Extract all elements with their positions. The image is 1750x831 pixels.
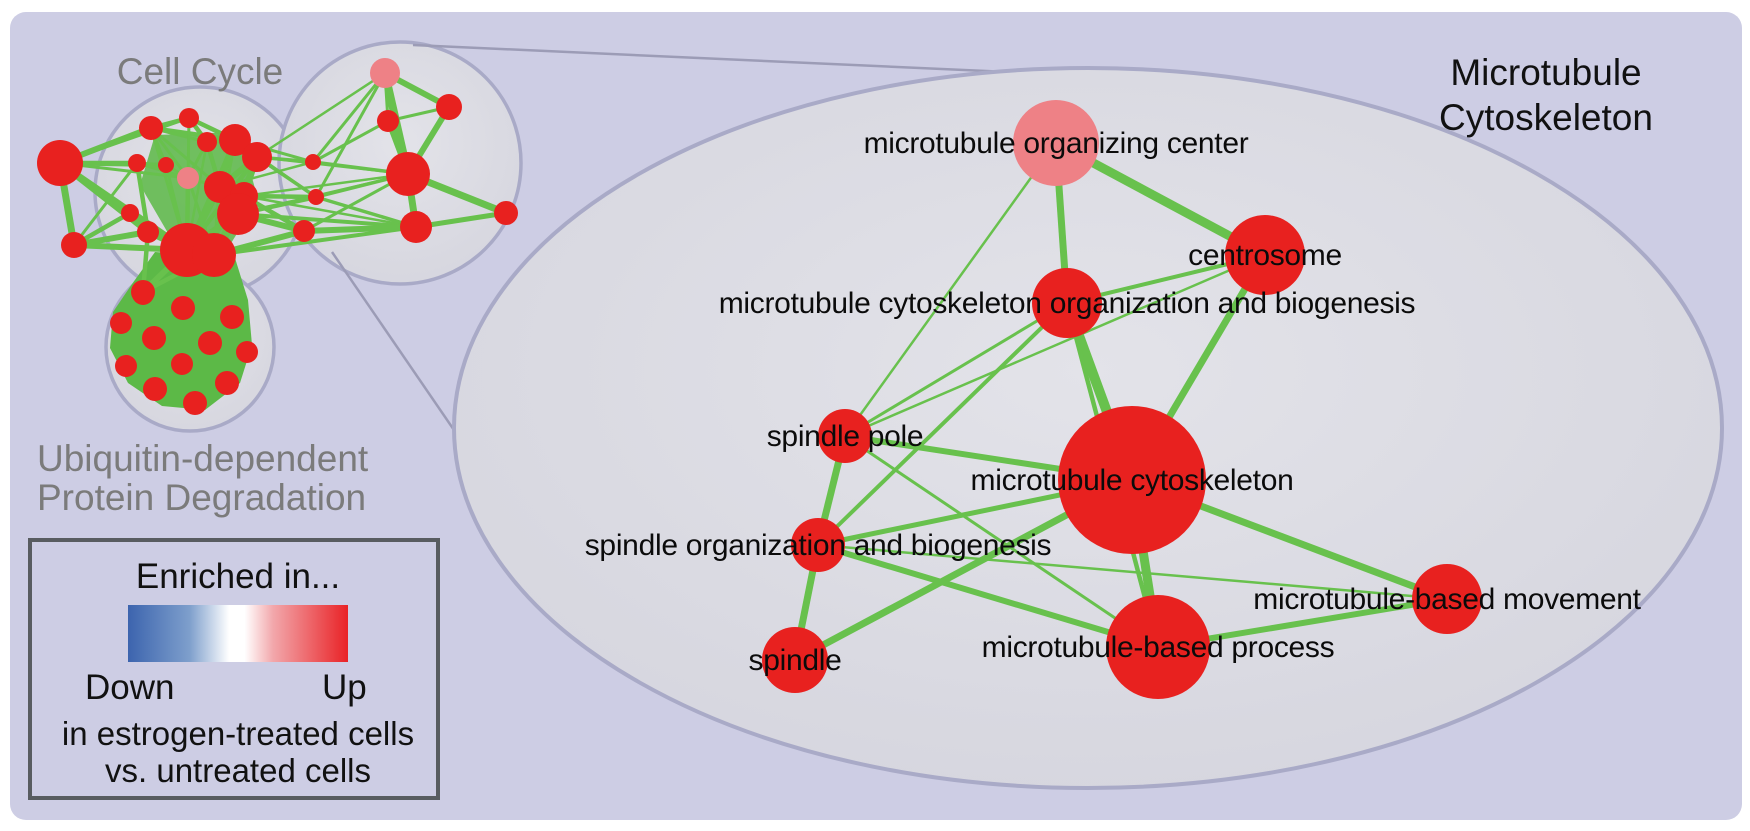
cluster-label-ubiquitin-line1: Ubiquitin-dependent — [37, 438, 369, 479]
node-label-centrosome: centrosome — [1188, 239, 1342, 272]
overview-node — [293, 220, 315, 242]
node-microtubule-based-movement — [1412, 564, 1482, 634]
legend-title: Enriched in... — [136, 557, 340, 596]
node-label-spindle-organization-and-biogenesis: spindle organization and biogenesis — [585, 529, 1052, 562]
overview-node — [61, 232, 87, 258]
legend-caption-line2: vs. untreated cells — [105, 752, 371, 789]
overview-node — [177, 167, 199, 189]
legend-box — [28, 538, 440, 800]
legend-gradient-bar — [128, 605, 348, 662]
overview-edge — [303, 224, 417, 234]
node-centrosome — [1225, 215, 1305, 295]
overview-node — [143, 377, 167, 401]
overview-edge — [219, 160, 314, 189]
overview-node — [179, 108, 199, 128]
node-label-microtubule-cytoskeleton-organization-and-biogenesis: microtubule cytoskeleton organization an… — [719, 287, 1416, 320]
overview-node — [219, 124, 251, 156]
cluster-label-ubiquitin-line2: Protein Degradation — [37, 477, 366, 518]
overview-node — [192, 233, 236, 277]
title-line1: Microtubule — [1450, 52, 1641, 93]
overview-node — [204, 171, 236, 203]
main-edge — [844, 253, 1266, 438]
overview-node — [198, 331, 222, 355]
legend-up-label: Up — [322, 668, 367, 707]
main-edge — [843, 142, 1058, 437]
cluster-label-cell-cycle: Cell Cycle — [117, 51, 284, 92]
overview-node — [197, 132, 217, 152]
legend-caption-line1: in estrogen-treated cells — [62, 715, 414, 752]
overview-edge — [256, 71, 386, 159]
overview-node — [242, 142, 272, 172]
main-edge — [817, 543, 1448, 601]
node-label-spindle-pole: spindle pole — [767, 420, 924, 453]
overview-node — [386, 152, 430, 196]
overview-node — [128, 154, 146, 172]
node-microtubule-cytoskeleton-organization-and-biogenesis — [1032, 268, 1102, 338]
node-label-spindle: spindle — [749, 644, 842, 677]
overview-edge — [243, 194, 417, 229]
overview-node — [132, 283, 154, 305]
overview-node — [400, 211, 432, 243]
overview-edge — [134, 162, 151, 233]
node-microtubule-organizing-center — [1013, 100, 1099, 186]
overview-node — [137, 221, 159, 243]
node-spindle-pole — [818, 409, 872, 463]
overview-node — [370, 58, 400, 88]
overview-edge — [312, 119, 389, 164]
overview-node — [115, 355, 137, 377]
overview-node — [110, 312, 132, 334]
overview-node — [217, 193, 259, 235]
overview-node — [183, 391, 207, 415]
overview-node — [37, 140, 83, 186]
overview-edge — [314, 72, 387, 198]
title-line2: Cytoskeleton — [1439, 97, 1653, 138]
overview-node — [171, 353, 193, 375]
overview-edge — [237, 212, 417, 229]
main-edge — [816, 301, 1069, 547]
main-edge — [817, 542, 1159, 650]
node-microtubule-based-process — [1106, 595, 1210, 699]
overview-node — [142, 326, 166, 350]
overview-node — [121, 204, 139, 222]
node-label-microtubule-organizing-center: microtubule organizing center — [864, 127, 1249, 160]
overview-node — [158, 157, 174, 173]
node-spindle — [762, 627, 828, 693]
zoom-callout-line — [412, 43, 1031, 75]
legend: Enriched in... Down Up in estrogen-treat… — [28, 538, 440, 800]
overview-node — [215, 371, 239, 395]
overview-edge — [243, 172, 409, 198]
node-label-microtubule-cytoskeleton: microtubule cytoskeleton — [971, 464, 1294, 497]
node-label-microtubule-based-movement: microtubule-based movement — [1253, 583, 1641, 616]
main-edge — [844, 434, 1159, 649]
overview-node — [305, 154, 321, 170]
node-label-microtubule-based-process: microtubule-based process — [982, 631, 1335, 664]
overview-node — [236, 341, 258, 363]
overview-edge — [213, 225, 417, 257]
node-microtubule-cytoskeleton — [1058, 406, 1206, 554]
overview-node — [377, 110, 399, 132]
overview-node — [139, 116, 163, 140]
overview-node — [308, 189, 324, 205]
overview-edge — [72, 162, 139, 246]
overview-edge — [315, 195, 417, 229]
overview-edge — [311, 72, 387, 163]
node-spindle-organization-and-biogenesis — [791, 518, 845, 572]
overview-node — [220, 305, 244, 329]
overview-node — [494, 201, 518, 225]
overview-node — [171, 296, 195, 320]
main-edge — [844, 301, 1068, 438]
legend-down-label: Down — [85, 668, 174, 707]
overview-node — [436, 94, 462, 120]
